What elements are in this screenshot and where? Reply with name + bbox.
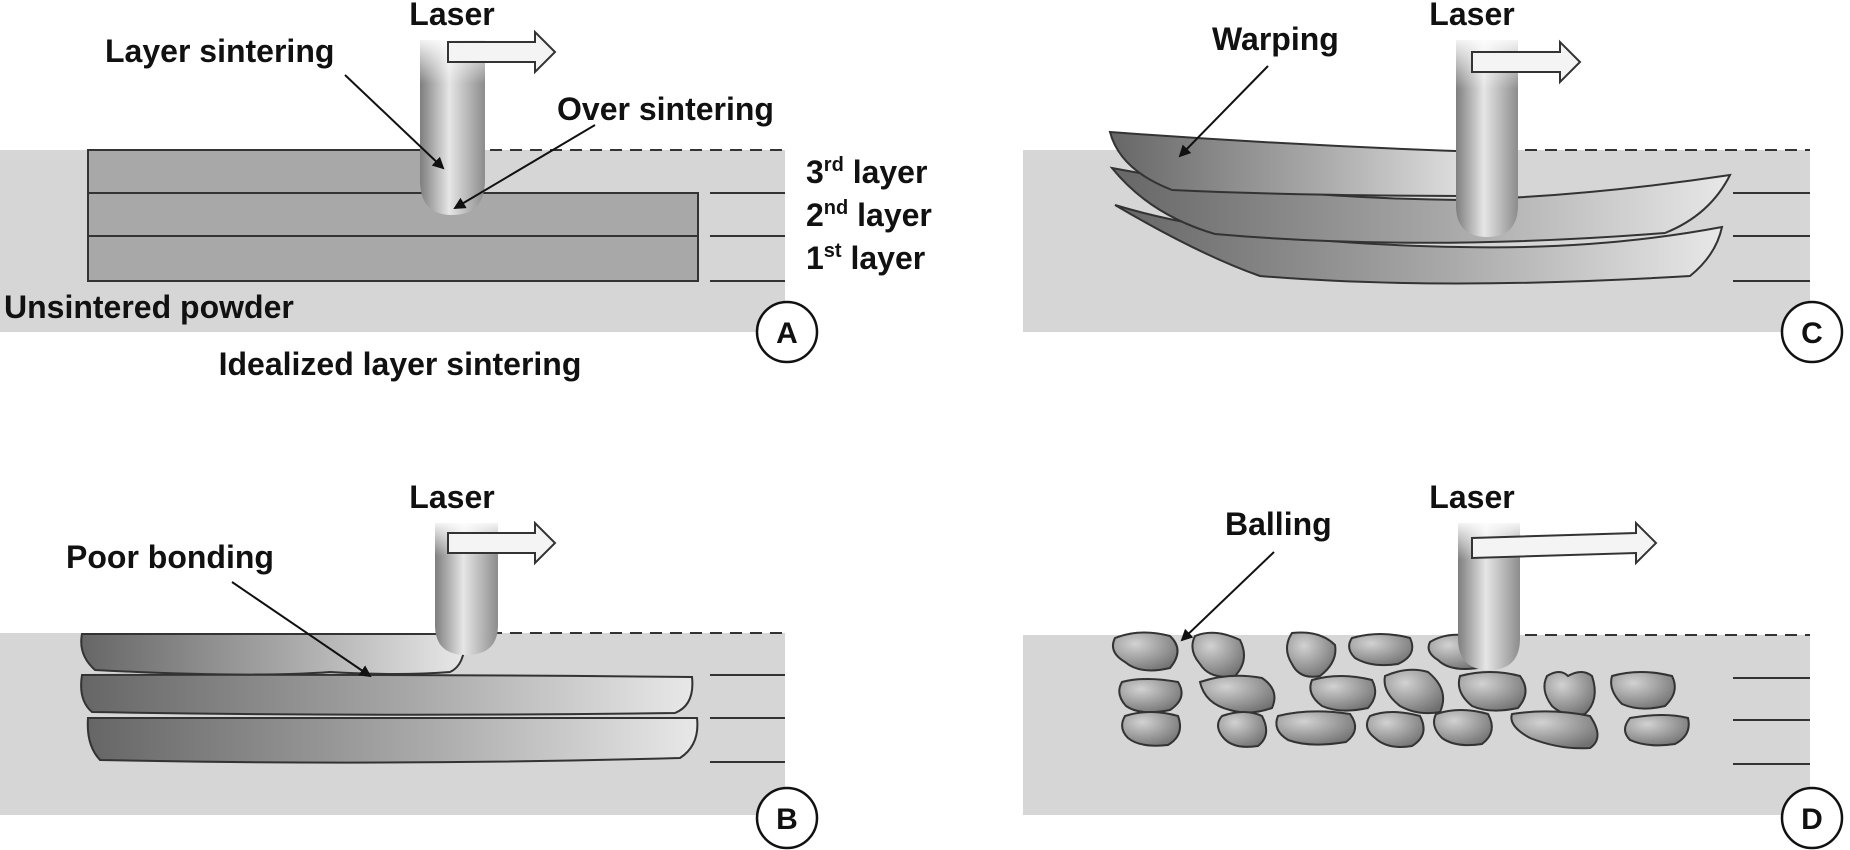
warped-layer-3 (1108, 130, 1491, 198)
panel-b: Laser Poor bonding B (0, 479, 819, 850)
svg-text:A: A (776, 317, 798, 350)
sintered-layer-3 (80, 633, 467, 676)
layer-2-label: 2nd layer (806, 197, 932, 233)
panel-d-badge: D (1780, 786, 1844, 850)
panel-b-badge: B (755, 786, 819, 850)
laser-beam (435, 523, 498, 655)
layer-2-slab (87, 192, 699, 237)
laser-beam (420, 40, 485, 215)
warping-pointer (1178, 65, 1269, 158)
scan-direction-arrow (447, 29, 557, 75)
layer-sintering-label: Layer sintering (105, 33, 334, 69)
layer-3-slab (87, 149, 474, 194)
laser-label: Laser (409, 0, 494, 32)
scan-direction-arrow (1471, 39, 1582, 85)
sintered-layer-1 (86, 717, 699, 764)
balling-label: Balling (1225, 506, 1332, 542)
unsintered-powder-label: Unsintered powder (4, 289, 294, 325)
sintered-layer-2 (80, 673, 694, 716)
panel-c: Laser Warping C (1023, 0, 1844, 364)
svg-text:D: D (1801, 803, 1823, 836)
laser-beam (1456, 40, 1518, 237)
panel-a-badge: A (755, 300, 819, 364)
balling-pointer (1180, 551, 1275, 642)
scan-direction-arrow (1471, 520, 1658, 566)
warped-layer-2 (1109, 166, 1732, 244)
layer-1-slab (87, 235, 699, 282)
laser-label: Laser (1429, 479, 1514, 515)
svg-text:C: C (1801, 317, 1823, 350)
laser-label: Laser (409, 479, 494, 515)
laser-beam (1458, 523, 1520, 670)
over-sintering-pointer (453, 124, 596, 210)
warping-label: Warping (1212, 21, 1339, 57)
scan-direction-arrow (447, 520, 557, 566)
layer-1-label: 1st layer (806, 240, 925, 276)
panel-a-caption: Idealized layer sintering (219, 346, 582, 382)
panel-c-badge: C (1780, 300, 1844, 364)
panel-a: Laser Layer sintering Over sintering 3rd… (0, 0, 932, 382)
over-sintering-label: Over sintering (557, 91, 774, 127)
laser-label: Laser (1429, 0, 1514, 32)
panel-d: Laser Balling D (1023, 479, 1844, 850)
layer-3-label: 3rd layer (806, 154, 927, 190)
svg-text:B: B (776, 803, 798, 836)
layer-sintering-pointer (344, 74, 445, 170)
balling-particles (1112, 631, 1690, 750)
poor-bonding-pointer (231, 581, 372, 678)
poor-bonding-label: Poor bonding (66, 539, 274, 575)
